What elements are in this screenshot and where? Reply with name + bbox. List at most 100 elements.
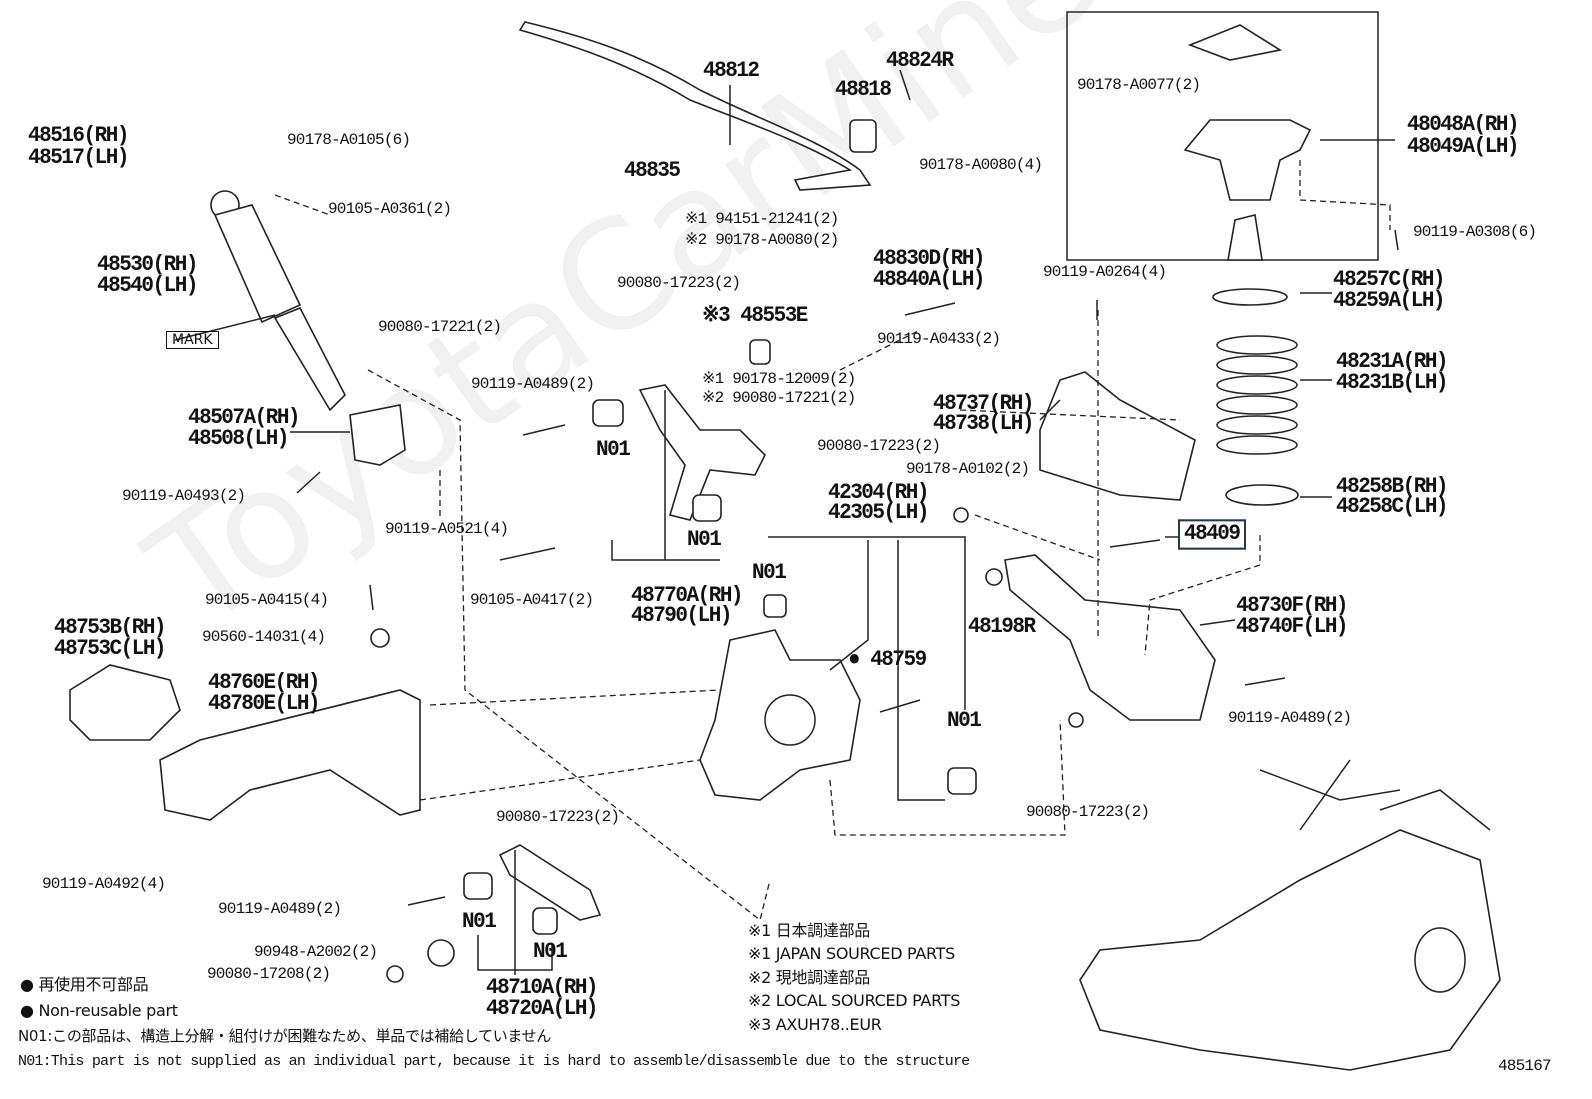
legend-non-reusable-en: ● Non-reusable part	[20, 1001, 178, 1020]
n01-marker: N01	[462, 910, 497, 935]
shock-absorber	[210, 190, 346, 412]
mount-plate	[1187, 24, 1283, 61]
part-label[interactable]: 48730F(RH)	[1236, 594, 1349, 619]
mark-callout: MARK	[166, 331, 219, 349]
part-label[interactable]: 90119-A0489(2)	[218, 900, 342, 918]
toe-control-link	[498, 844, 602, 921]
part-label[interactable]: 48753B(RH)	[54, 616, 167, 641]
part-label[interactable]: 48835	[624, 159, 681, 184]
lower-suspension-arm	[159, 689, 421, 821]
part-label[interactable]: 48812	[703, 59, 760, 84]
part-label[interactable]: 48508(LH)	[188, 427, 289, 452]
part-label[interactable]: ※3 48553E	[702, 304, 808, 329]
part-label[interactable]: 90119-A0493(2)	[122, 487, 246, 505]
part-label[interactable]: 90178-A0102(2)	[906, 460, 1030, 478]
part-label[interactable]: 48048A(RH)	[1407, 113, 1520, 138]
part-label[interactable]: 48231A(RH)	[1336, 350, 1449, 375]
part-label[interactable]: ※2 90178-A0080(2)	[685, 231, 839, 249]
part-label[interactable]: 48540(LH)	[97, 274, 198, 299]
part-label[interactable]: 48770A(RH)	[631, 584, 744, 609]
part-label[interactable]: 48530(RH)	[97, 253, 198, 278]
sourcing-note: ※3 AXUH78..EUR	[748, 1015, 882, 1034]
part-label[interactable]: ※1 90178-12009(2)	[702, 370, 856, 388]
part-label[interactable]: 48738(LH)	[933, 412, 1034, 437]
part-label[interactable]: 48720A(LH)	[486, 997, 599, 1022]
part-label[interactable]: 90119-A0521(4)	[385, 520, 509, 538]
part-label[interactable]: 48753C(LH)	[54, 637, 167, 662]
part-label[interactable]: 48258B(RH)	[1336, 475, 1449, 500]
strut-mount-group-box	[1066, 11, 1379, 261]
upper-control-arm	[638, 384, 766, 521]
n01-marker: N01	[752, 561, 787, 586]
legend-non-reusable-jp: ● 再使用不可部品	[20, 975, 149, 994]
part-label[interactable]: 90080-17223(2)	[496, 808, 620, 826]
part-label[interactable]: 48049A(LH)	[1407, 135, 1520, 160]
n01-marker: N01	[687, 528, 722, 553]
part-label[interactable]: 90178-A0077(2)	[1077, 76, 1201, 94]
part-label[interactable]: 90080-17223(2)	[617, 274, 741, 292]
upper-support	[1183, 119, 1312, 201]
lower-spring-arm	[1004, 554, 1216, 721]
part-label[interactable]: 90119-A0264(4)	[1043, 263, 1167, 281]
part-label[interactable]: 90119-A0489(2)	[1228, 709, 1352, 727]
part-label[interactable]: 90105-A0361(2)	[328, 200, 452, 218]
part-label[interactable]: 48840A(LH)	[873, 268, 986, 293]
part-label[interactable]: ※2 90080-17221(2)	[702, 389, 856, 407]
part-label[interactable]: 90105-A0417(2)	[470, 591, 594, 609]
assembled-view	[1079, 759, 1501, 1071]
leader-lines	[274, 160, 1391, 922]
part-label[interactable]: 48780E(LH)	[208, 692, 321, 717]
n01-marker: N01	[533, 940, 568, 965]
part-label[interactable]: 48830D(RH)	[873, 247, 986, 272]
lower-arm-cover	[69, 664, 181, 741]
part-label[interactable]: 48760E(RH)	[208, 671, 321, 696]
stabilizer-bar	[518, 21, 872, 191]
part-label[interactable]: 90560-14031(4)	[202, 628, 326, 646]
part-label[interactable]: 48790(LH)	[631, 604, 732, 629]
sourcing-note: ※1 日本調達部品	[748, 921, 870, 940]
part-label[interactable]: 90178-A0105(6)	[287, 131, 411, 149]
sourcing-note: ※2 現地調達部品	[748, 968, 870, 987]
part-label[interactable]: 90105-A0415(4)	[205, 591, 329, 609]
part-label[interactable]: 48231B(LH)	[1336, 371, 1449, 396]
part-label[interactable]: 48710A(RH)	[486, 976, 599, 1001]
n01-marker: N01	[596, 438, 631, 463]
part-label[interactable]: ● 48759	[848, 648, 927, 673]
rear-knuckle	[699, 629, 861, 801]
part-label[interactable]: 90119-A0308(6)	[1413, 223, 1537, 241]
part-label[interactable]: 48737(RH)	[933, 392, 1034, 417]
part-label[interactable]: 48517(LH)	[28, 146, 129, 171]
part-label[interactable]: 90178-A0080(4)	[919, 156, 1043, 174]
part-label[interactable]: 90119-A0433(2)	[877, 330, 1001, 348]
n01-note-jp: N01:この部品は、構造上分解・組付けが困難なため、単品では補給していません	[18, 1027, 552, 1045]
part-label[interactable]: 42304(RH)	[828, 481, 929, 506]
highlighted-part-label[interactable]: 48409	[1178, 519, 1246, 550]
bolts	[296, 229, 1399, 906]
bump-stopper	[1227, 214, 1263, 261]
part-label[interactable]: 90080-17208(2)	[207, 965, 331, 983]
solid-leaders	[174, 69, 1395, 975]
part-label[interactable]: 90119-A0492(4)	[42, 875, 166, 893]
part-label[interactable]: ※1 94151-21241(2)	[685, 210, 839, 228]
sourcing-note: ※1 JAPAN SOURCED PARTS	[748, 944, 956, 963]
part-label[interactable]: 48259A(LH)	[1333, 289, 1446, 314]
part-label[interactable]: 90080-17221(2)	[378, 318, 502, 336]
coil-spring	[1212, 288, 1299, 506]
n01-note-en: N01:This part is not supplied as an indi…	[18, 1053, 970, 1070]
part-label[interactable]: 48824R	[886, 49, 954, 74]
part-label[interactable]: 90948-A2002(2)	[254, 943, 378, 961]
part-label[interactable]: 48198R	[968, 615, 1036, 640]
part-label[interactable]: 90119-A0489(2)	[471, 375, 595, 393]
part-label[interactable]: 42305(LH)	[828, 501, 929, 526]
part-label[interactable]: 48257C(RH)	[1333, 268, 1446, 293]
part-label[interactable]: 48740F(LH)	[1236, 615, 1349, 640]
part-label[interactable]: 90080-17223(2)	[817, 437, 941, 455]
part-label[interactable]: 90080-17223(2)	[1026, 803, 1150, 821]
shock-lower-bracket	[349, 404, 406, 466]
part-label[interactable]: 48516(RH)	[28, 124, 129, 149]
part-label[interactable]: 48507A(RH)	[188, 406, 301, 431]
part-label[interactable]: 48258C(LH)	[1336, 495, 1449, 520]
part-label[interactable]: 48818	[835, 78, 892, 103]
